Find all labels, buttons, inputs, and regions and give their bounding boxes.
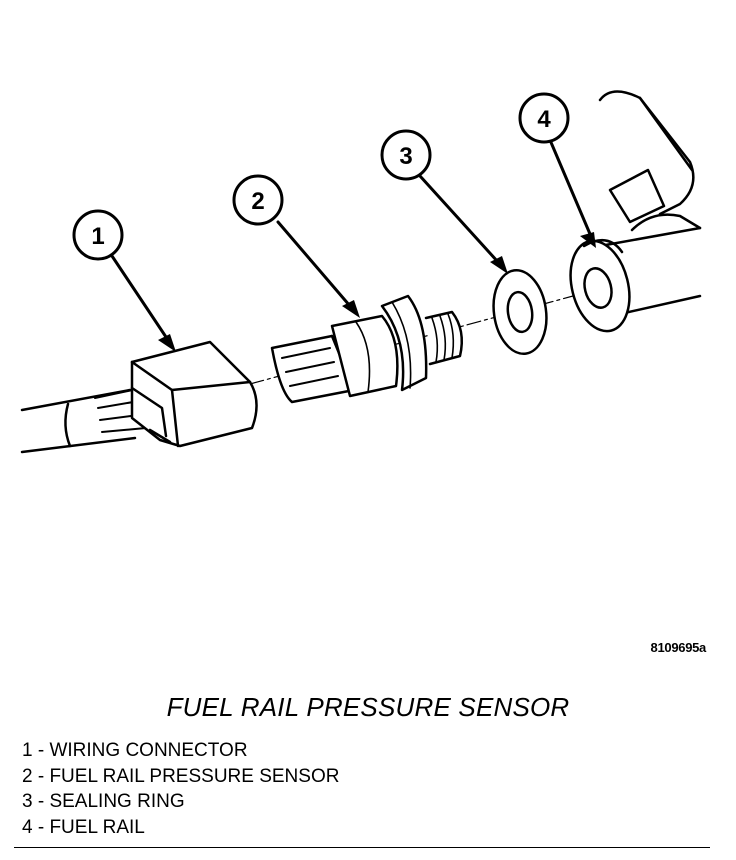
figure-reference-id: 8109695a <box>650 640 707 655</box>
arrowhead-3 <box>490 256 508 274</box>
arrowhead-1 <box>158 334 176 352</box>
callout-number-2: 2 <box>251 188 264 215</box>
legend-item: 3 - SEALING RING <box>22 791 185 812</box>
legend-item: 2 - FUEL RAIL PRESSURE SENSOR <box>22 765 340 787</box>
callout-circle-3 <box>380 129 432 181</box>
legend-item: 4 - FUEL RAIL <box>22 816 145 838</box>
sealing-ring <box>492 269 548 355</box>
legend-item: 1 - WIRING CONNECTOR <box>22 740 248 761</box>
callout-number-3: 3 <box>399 143 412 170</box>
fuel-rail <box>569 90 702 333</box>
callout-circle-2 <box>232 174 284 226</box>
callout-number-4: 4 <box>537 106 551 133</box>
callout-circle-1 <box>72 209 124 261</box>
bottom-divider <box>14 847 710 848</box>
callout-number-1: 1 <box>91 223 104 250</box>
legend-list: 1 - WIRING CONNECTOR 2 - FUEL RAIL PRESS… <box>22 738 339 840</box>
callout-circle-4 <box>518 92 570 144</box>
leader-lines <box>110 138 592 342</box>
wiring-connector <box>20 340 258 454</box>
arrowhead-4 <box>580 232 596 248</box>
figure-title: FUEL RAIL PRESSURE SENSOR <box>166 692 570 722</box>
arrowhead-2 <box>342 300 360 318</box>
exploded-diagram: 1 2 3 4 <box>20 90 702 454</box>
fuel-rail-pressure-sensor <box>270 294 463 404</box>
